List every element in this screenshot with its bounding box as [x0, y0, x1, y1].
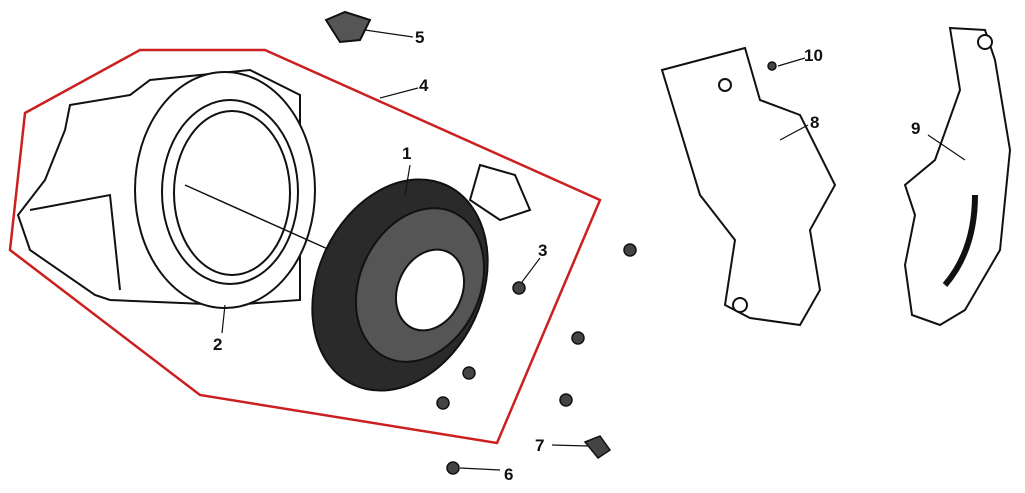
recoil-starter-part: [311, 163, 532, 392]
callout-3: 3: [538, 241, 548, 260]
fasteners: [436, 61, 777, 475]
callout-9: 9: [911, 119, 921, 138]
assembly-outline: [8, 48, 602, 445]
fan-cover-part: [16, 68, 331, 309]
callout-4: 4: [419, 76, 429, 95]
callout-1: 1: [402, 144, 412, 163]
plate-part: [660, 46, 837, 327]
callout-2: 2: [213, 335, 223, 354]
callout-8: 8: [810, 113, 820, 132]
bracket-part: [903, 26, 1012, 327]
callout-10: 10: [804, 46, 823, 65]
callout-6: 6: [504, 465, 514, 484]
callout-5: 5: [415, 28, 425, 47]
leader-lines: [221, 29, 966, 471]
callout-7: 7: [535, 436, 545, 455]
grommet-part: [324, 10, 372, 44]
